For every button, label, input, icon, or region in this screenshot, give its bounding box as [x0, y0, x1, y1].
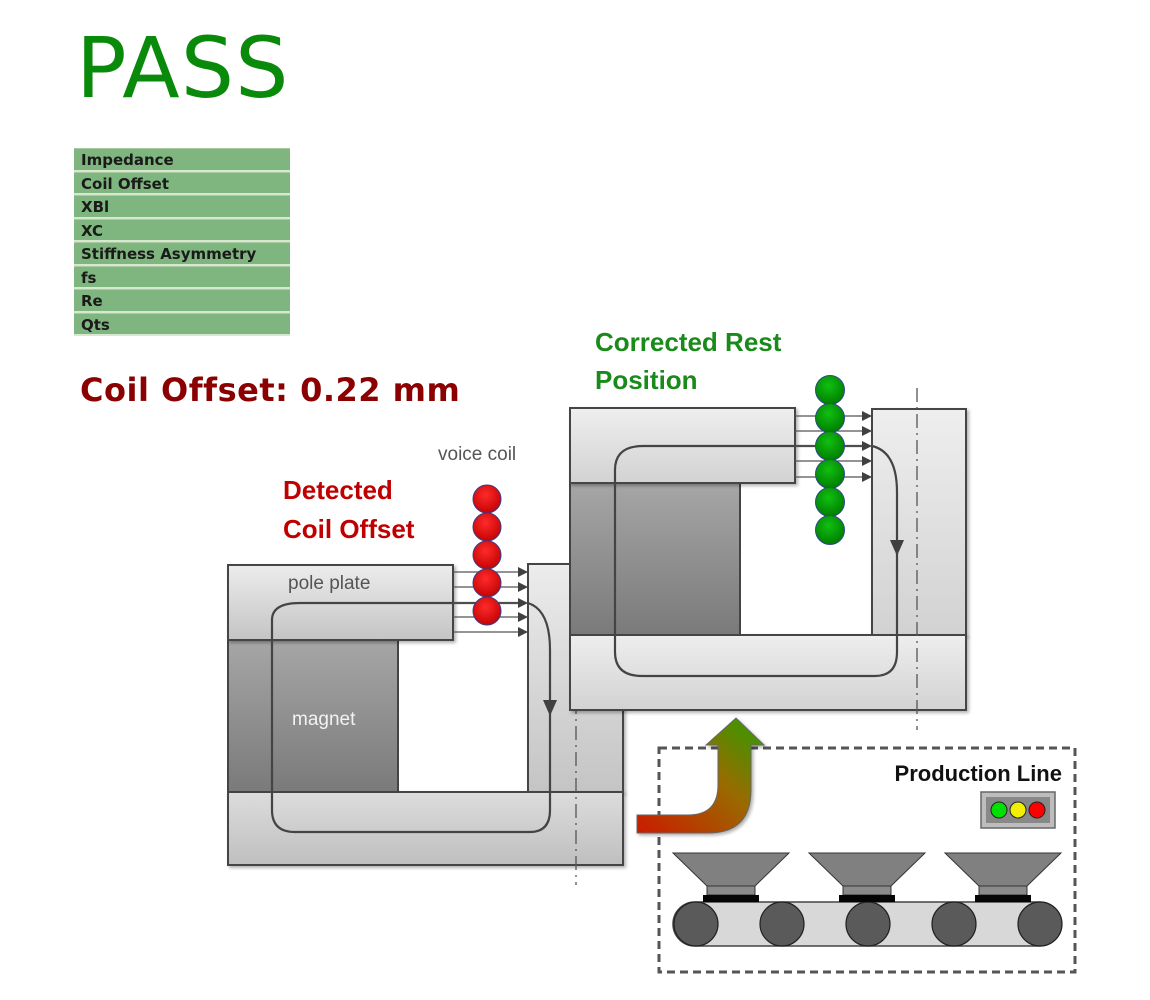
corrected-title-line1: Corrected Rest: [595, 327, 782, 357]
pass-status: PASS: [76, 19, 290, 117]
base-plate: [227, 791, 624, 866]
flux-path: [613, 444, 899, 678]
voice-coil-dot-red: [472, 484, 502, 514]
flux-path: [270, 601, 552, 834]
speaker: [943, 852, 1063, 902]
conveyor-roller: [845, 901, 891, 947]
conveyor-roller: [759, 901, 805, 947]
magnet-block: [569, 482, 741, 636]
speakers-on-line: [671, 852, 1063, 902]
conveyor-roller: [673, 901, 719, 947]
detected-title-line1: Detected: [283, 475, 393, 505]
production-line-label: Production Line: [895, 761, 1062, 786]
voice-coil-dot-red: [472, 512, 502, 542]
voice-coil-dot-green: [815, 515, 845, 545]
parameter-item: Stiffness Asymmetry: [74, 242, 290, 266]
voice-coil-dot-green: [815, 375, 845, 405]
conveyor-roller: [931, 901, 977, 947]
parameter-item: Coil Offset: [74, 171, 290, 195]
detected-title-line2: Coil Offset: [283, 514, 415, 544]
traffic-light-red: [1028, 801, 1046, 819]
voice-coil-dot-red: [472, 568, 502, 598]
outer-pole-piece: [871, 408, 967, 636]
detected-voice-coil: [472, 484, 502, 626]
voice-coil-label: voice coil: [438, 444, 516, 465]
parameter-item: XC: [74, 218, 290, 242]
flux-path: [613, 444, 868, 483]
traffic-light-yellow: [1009, 801, 1027, 819]
voice-coil-dot-green: [815, 459, 845, 489]
traffic-light-green: [990, 801, 1008, 819]
voice-coil-dot-green: [815, 431, 845, 461]
corrected-magnet-assembly: [569, 388, 967, 730]
coil-offset-result: Coil Offset: 0.22 mm: [80, 371, 461, 409]
corrected-voice-coil: [815, 375, 845, 545]
flux-direction-arrow: [543, 700, 557, 716]
parameter-item: fs: [74, 265, 290, 289]
production-line-border: [657, 746, 1077, 974]
parameter-item: Qts: [74, 312, 290, 336]
pole-plate-label: pole plate: [288, 573, 370, 594]
parameter-item: XBl: [74, 195, 290, 219]
detected-magnet-assembly: [227, 563, 624, 885]
conveyor-roller: [1017, 901, 1063, 947]
voice-coil-dot-green: [815, 403, 845, 433]
production-line-panel: Production Line: [657, 746, 1077, 974]
voice-coil-dot-red: [472, 540, 502, 570]
magnet-label: magnet: [292, 709, 356, 730]
voice-coil-dot-red: [472, 596, 502, 626]
corrected-title-line2: Position: [595, 365, 698, 395]
parameter-list: Impedance Coil Offset XBl XC Stiffness A…: [74, 148, 290, 336]
speaker: [807, 852, 927, 902]
speaker: [671, 852, 791, 902]
flux-direction-arrow: [890, 540, 904, 556]
feedback-arrow: [636, 717, 766, 834]
conveyor-rollers: [673, 901, 1063, 947]
flux-path: [270, 601, 522, 640]
voice-coil-dot-green: [815, 487, 845, 517]
magnet-block: [227, 639, 399, 793]
traffic-light: [980, 791, 1056, 829]
base-plate: [569, 634, 967, 711]
parameter-item: Impedance: [74, 148, 290, 172]
parameter-item: Re: [74, 289, 290, 313]
